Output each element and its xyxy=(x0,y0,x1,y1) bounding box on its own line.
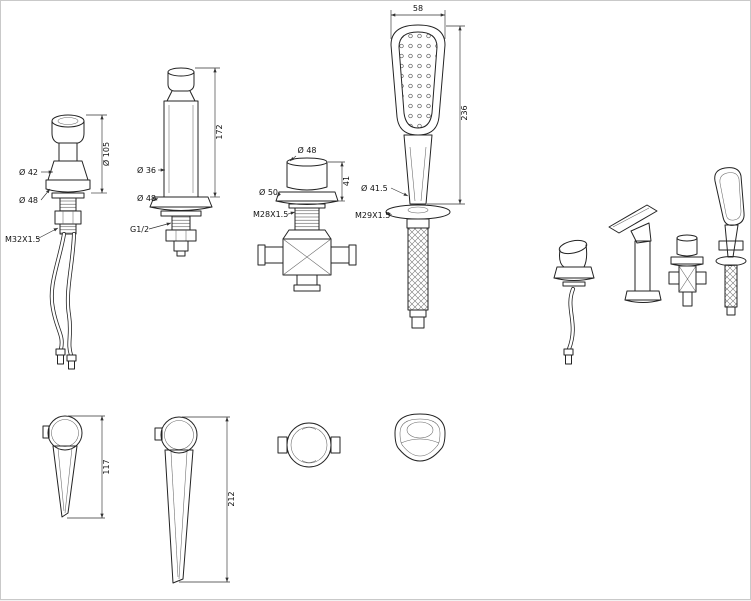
escutcheon-left-tab xyxy=(277,436,288,454)
diverter-right-port xyxy=(330,246,350,264)
column-flare xyxy=(166,90,196,102)
dim-label-41: 41 xyxy=(342,176,351,186)
dim-label-m32: M32X1.5 xyxy=(5,235,40,244)
hand-shower-dimensions: 58 236 Ø 41.5 M29X1.5 xyxy=(355,4,469,220)
dim-label-d48: Ø 48 xyxy=(137,193,156,203)
handle-short-hub-tab xyxy=(42,425,50,439)
spout-flange xyxy=(45,179,91,193)
assembled-diverter xyxy=(668,234,707,307)
hose-end-nut xyxy=(409,309,427,318)
shower-hose xyxy=(407,227,429,311)
dim-label-d105: Ø 105 xyxy=(101,142,111,166)
shower-head-outline xyxy=(390,24,446,136)
spout-supply-hoses xyxy=(49,232,77,370)
hose-top-nut xyxy=(406,218,430,229)
column-spout-dimensions: 172 Ø 36 Ø 48 G1/2 xyxy=(130,67,224,234)
handle-short-view: 117 xyxy=(42,415,111,519)
column-flange-base xyxy=(149,206,213,211)
dim-label-d48: Ø 48 xyxy=(19,195,38,205)
dim-label-m28: M28X1.5 xyxy=(253,210,288,219)
diverter-left-port xyxy=(264,246,284,264)
assembled-tub-spout xyxy=(553,239,595,365)
diverter-flange xyxy=(275,191,339,202)
handle-short-blade xyxy=(52,445,78,518)
dim-label-m29: M29X1.5 xyxy=(355,211,390,220)
column-flange xyxy=(149,196,213,208)
column-tail-tip xyxy=(176,250,186,257)
column-spout-view: 172 Ø 36 Ø 48 G1/2 xyxy=(130,67,224,257)
diverter-threaded-shank xyxy=(294,207,320,231)
column-threaded-shank xyxy=(171,215,191,231)
dim-label-d42: Ø 42 xyxy=(19,167,38,177)
hose-end-fitting xyxy=(411,316,425,329)
diverter-knob xyxy=(286,161,328,191)
shower-top-outline xyxy=(394,413,446,462)
handle-long-blade xyxy=(164,449,194,584)
shower-top-hub xyxy=(406,421,434,439)
hand-shower-view: 58 236 Ø 41.5 M29X1.5 xyxy=(355,4,469,329)
shower-escutcheon-hub xyxy=(407,206,429,214)
shower-head-top-view xyxy=(394,413,446,462)
assembled-set-view xyxy=(553,167,747,365)
escutcheon-top-view xyxy=(277,422,341,468)
diverter-shoulder xyxy=(282,229,332,240)
diverter-view: Ø 48 41 Ø 50 M28X1.5 xyxy=(253,145,357,292)
handle-long-dimensions: 212 xyxy=(179,416,236,583)
diverter-dimensions: Ø 48 41 Ø 50 M28X1.5 xyxy=(253,145,351,219)
dim-label-212: 212 xyxy=(227,491,236,506)
spout-head-rim xyxy=(51,114,85,128)
diverter-left-cap xyxy=(257,244,266,266)
diverter-bottom-cap xyxy=(293,284,321,292)
spout-head-inner xyxy=(57,117,79,125)
dim-label-58: 58 xyxy=(413,4,423,13)
handle-long-hub xyxy=(160,416,198,454)
column-nut xyxy=(165,229,197,242)
assembled-mixer-lever xyxy=(608,204,662,303)
spout-neck xyxy=(58,142,78,162)
spout-washer xyxy=(51,192,85,199)
column-washer xyxy=(160,210,202,217)
column-tailpiece xyxy=(173,240,189,252)
column-cap xyxy=(167,71,195,92)
dim-label-g12: G1/2 xyxy=(130,225,149,234)
dim-label-236: 236 xyxy=(460,105,469,120)
diverter-bottom-port xyxy=(296,274,318,286)
spout-head-body xyxy=(51,120,85,144)
diverter-right-cap xyxy=(348,244,357,266)
column-cap-rim xyxy=(167,67,195,77)
dim-label-117: 117 xyxy=(102,459,111,474)
handle-long-view: 212 xyxy=(154,416,236,584)
handle-short-hub xyxy=(47,415,83,451)
dim-label-172: 172 xyxy=(215,124,224,139)
tub-spout-view: Ø 105 Ø 42 Ø 48 M32X1.5 xyxy=(5,114,111,370)
dim-label-d41-5: Ø 41.5 xyxy=(361,183,388,193)
shower-handle xyxy=(403,134,433,205)
handle-short-dimensions: 117 xyxy=(67,415,111,519)
handle-long-hub-tab xyxy=(154,427,163,441)
spout-cone xyxy=(47,160,89,181)
shower-spray-face xyxy=(398,31,438,129)
dim-label-d36: Ø 36 xyxy=(137,165,156,175)
dim-label-d50: Ø 50 xyxy=(259,187,278,197)
escutcheon-inner-ring xyxy=(290,426,328,464)
diverter-knob-top xyxy=(286,157,328,167)
spout-mounting-nut xyxy=(54,210,82,225)
shower-top-band xyxy=(400,438,440,444)
escutcheon-outer-ring xyxy=(286,422,332,468)
dim-label-d48: Ø 48 xyxy=(297,145,316,155)
escutcheon-right-tab xyxy=(330,436,341,454)
shower-top-inner xyxy=(399,418,441,457)
assembled-hand-shower xyxy=(714,167,747,316)
tub-spout-dimensions: Ø 105 Ø 42 Ø 48 M32X1.5 xyxy=(5,114,111,244)
